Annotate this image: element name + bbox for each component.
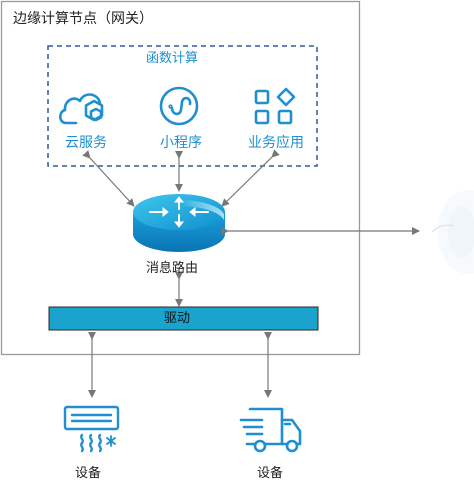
router-icon	[133, 194, 225, 252]
cloud-router-arrow	[82, 150, 135, 207]
apps-grid-icon	[254, 87, 296, 125]
delivery-truck-icon	[239, 407, 302, 453]
business-app-label: 业务应用	[248, 135, 304, 151]
air-conditioner-icon	[63, 405, 120, 453]
function-compute-title: 函数计算	[146, 51, 199, 66]
mini-program-icon	[159, 86, 199, 126]
device-label-1: 设备	[75, 466, 102, 481]
message-router-label: 消息路由	[146, 261, 199, 276]
edge-node-title: 边缘计算节点（网关）	[13, 11, 153, 27]
edge-node-container	[0, 0, 361, 356]
device-label-2: 设备	[257, 466, 284, 481]
driver-bar	[48, 306, 319, 331]
cloud-service-label: 云服务	[65, 135, 107, 151]
external-cloud-edge	[431, 190, 474, 274]
cloud-hexagon-icon	[58, 93, 104, 125]
biz-router-arrow	[221, 149, 280, 207]
mini-program-label: 小程序	[160, 135, 202, 151]
driver-label: 驱动	[164, 311, 191, 326]
